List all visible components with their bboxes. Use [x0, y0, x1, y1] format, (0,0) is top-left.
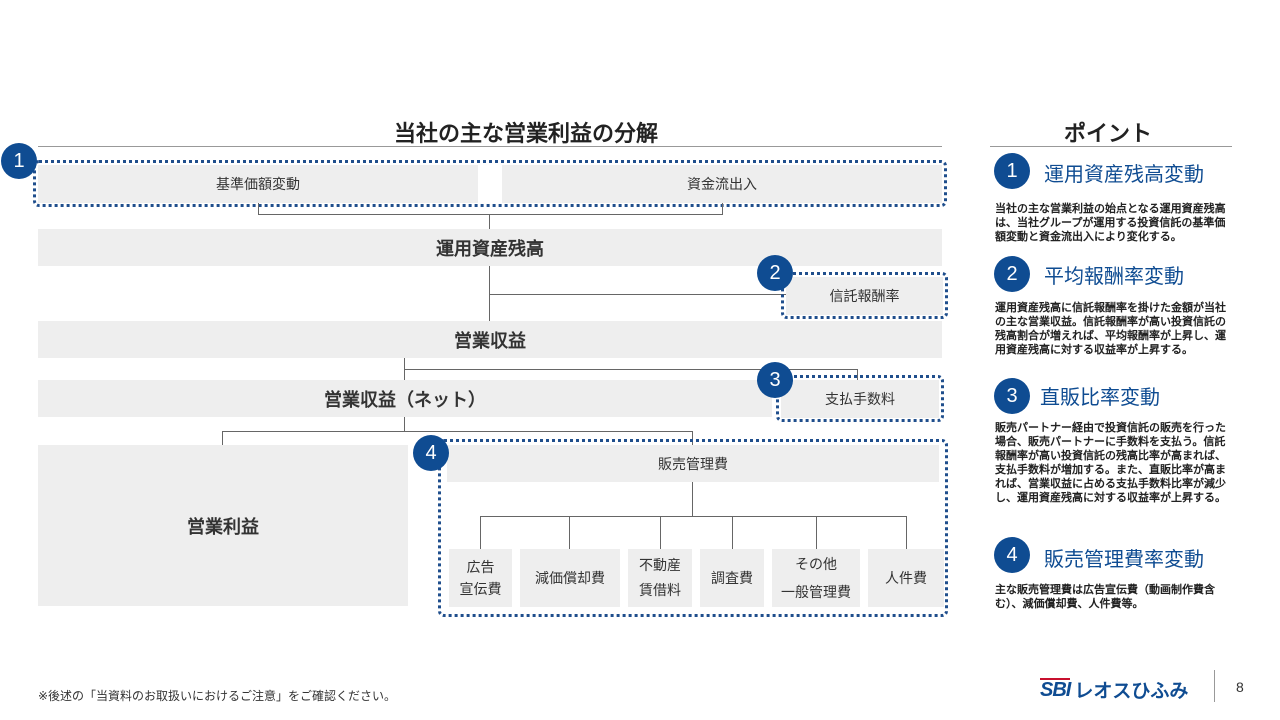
box-fudosan: 不動産 賃借料 [628, 549, 692, 607]
group-3-outline [776, 375, 944, 422]
connector [489, 214, 490, 229]
footer-note: ※後述の「当資料のお取扱いにおけるご注意」をご確認ください。 [38, 689, 397, 703]
box-jinken: 人件費 [868, 549, 944, 607]
box-shiharai: 支払手数料 [781, 380, 939, 418]
badge-4: 4 [413, 435, 449, 471]
connector [569, 516, 570, 549]
connector [906, 516, 907, 549]
points-underline [990, 146, 1232, 147]
box-hanbai: 販売管理費 [447, 445, 939, 482]
connector [816, 516, 817, 549]
box-chosa: 調査費 [700, 549, 764, 607]
box-shintaku: 信託報酬率 [786, 277, 943, 315]
group-4-outline [438, 439, 948, 617]
connector [404, 417, 405, 431]
point-1-heading: 運用資産残高変動 [1044, 164, 1204, 186]
box-eigyo-rieki: 営業利益 [38, 445, 408, 606]
point-1-badge: 1 [994, 153, 1030, 189]
point-4-heading: 販売管理費率変動 [1044, 549, 1204, 571]
box-koukoku: 広告 宣伝費 [449, 549, 512, 607]
point-1-body: 当社の主な営業利益の始点となる運用資産残高は、当社グループが運用する投資信託の基… [995, 203, 1226, 243]
badge-1: 1 [1, 143, 37, 179]
connector [857, 369, 858, 380]
logo-sbi: SBI [1040, 678, 1071, 701]
point-4-body: 主な販売管理費は広告宣伝費（動画制作費含む）、減価償却費、人件費等。 [995, 584, 1215, 610]
connector [258, 214, 723, 215]
diagram-title: 当社の主な営業利益の分解 [393, 121, 658, 146]
connector [480, 516, 907, 517]
company-logo: SBI レオスひふみ [1040, 676, 1188, 702]
point-3-badge: 3 [994, 378, 1030, 414]
box-unyo: 運用資産残高 [38, 229, 942, 266]
point-3-heading: 直販比率変動 [1040, 387, 1160, 409]
group-2-outline [781, 272, 948, 319]
connector [692, 482, 693, 516]
box-eigyo-shueki-net: 営業収益（ネット） [38, 380, 772, 417]
connector [732, 516, 733, 549]
box-shikin: 資金流出入 [502, 165, 942, 203]
badge-3: 3 [757, 362, 793, 398]
connector [722, 203, 723, 214]
badge-2: 2 [757, 255, 793, 291]
points-title: ポイント [1063, 121, 1152, 146]
footer-divider [1214, 670, 1215, 702]
title-underline [38, 146, 942, 147]
logo-text: レオスひふみ [1074, 680, 1189, 702]
connector [222, 431, 693, 432]
box-eigyo-shueki: 営業収益 [38, 321, 942, 358]
connector [404, 369, 858, 370]
connector [258, 203, 259, 214]
point-2-badge: 2 [994, 256, 1030, 292]
point-4-badge: 4 [994, 537, 1030, 573]
point-3-body: 販売パートナー経由で投資信託の販売を行った場合、販売パートナーに手数料を支払う。… [995, 422, 1226, 504]
connector [222, 431, 223, 445]
point-2-body: 運用資産残高に信託報酬率を掛けた金額が当社の主な営業収益。信託報酬率が高い投資信… [995, 302, 1226, 356]
connector [660, 516, 661, 549]
connector [480, 516, 481, 549]
page-number: 8 [1236, 679, 1244, 695]
connector [489, 294, 786, 295]
connector [489, 266, 490, 321]
box-kijun: 基準価額変動 [38, 165, 478, 203]
group-1-outline [33, 160, 947, 207]
point-2-heading: 平均報酬率変動 [1044, 266, 1184, 288]
connector [692, 431, 693, 445]
box-sonota: その他 一般管理費 [772, 549, 860, 607]
box-genka: 減価償却費 [520, 549, 620, 607]
